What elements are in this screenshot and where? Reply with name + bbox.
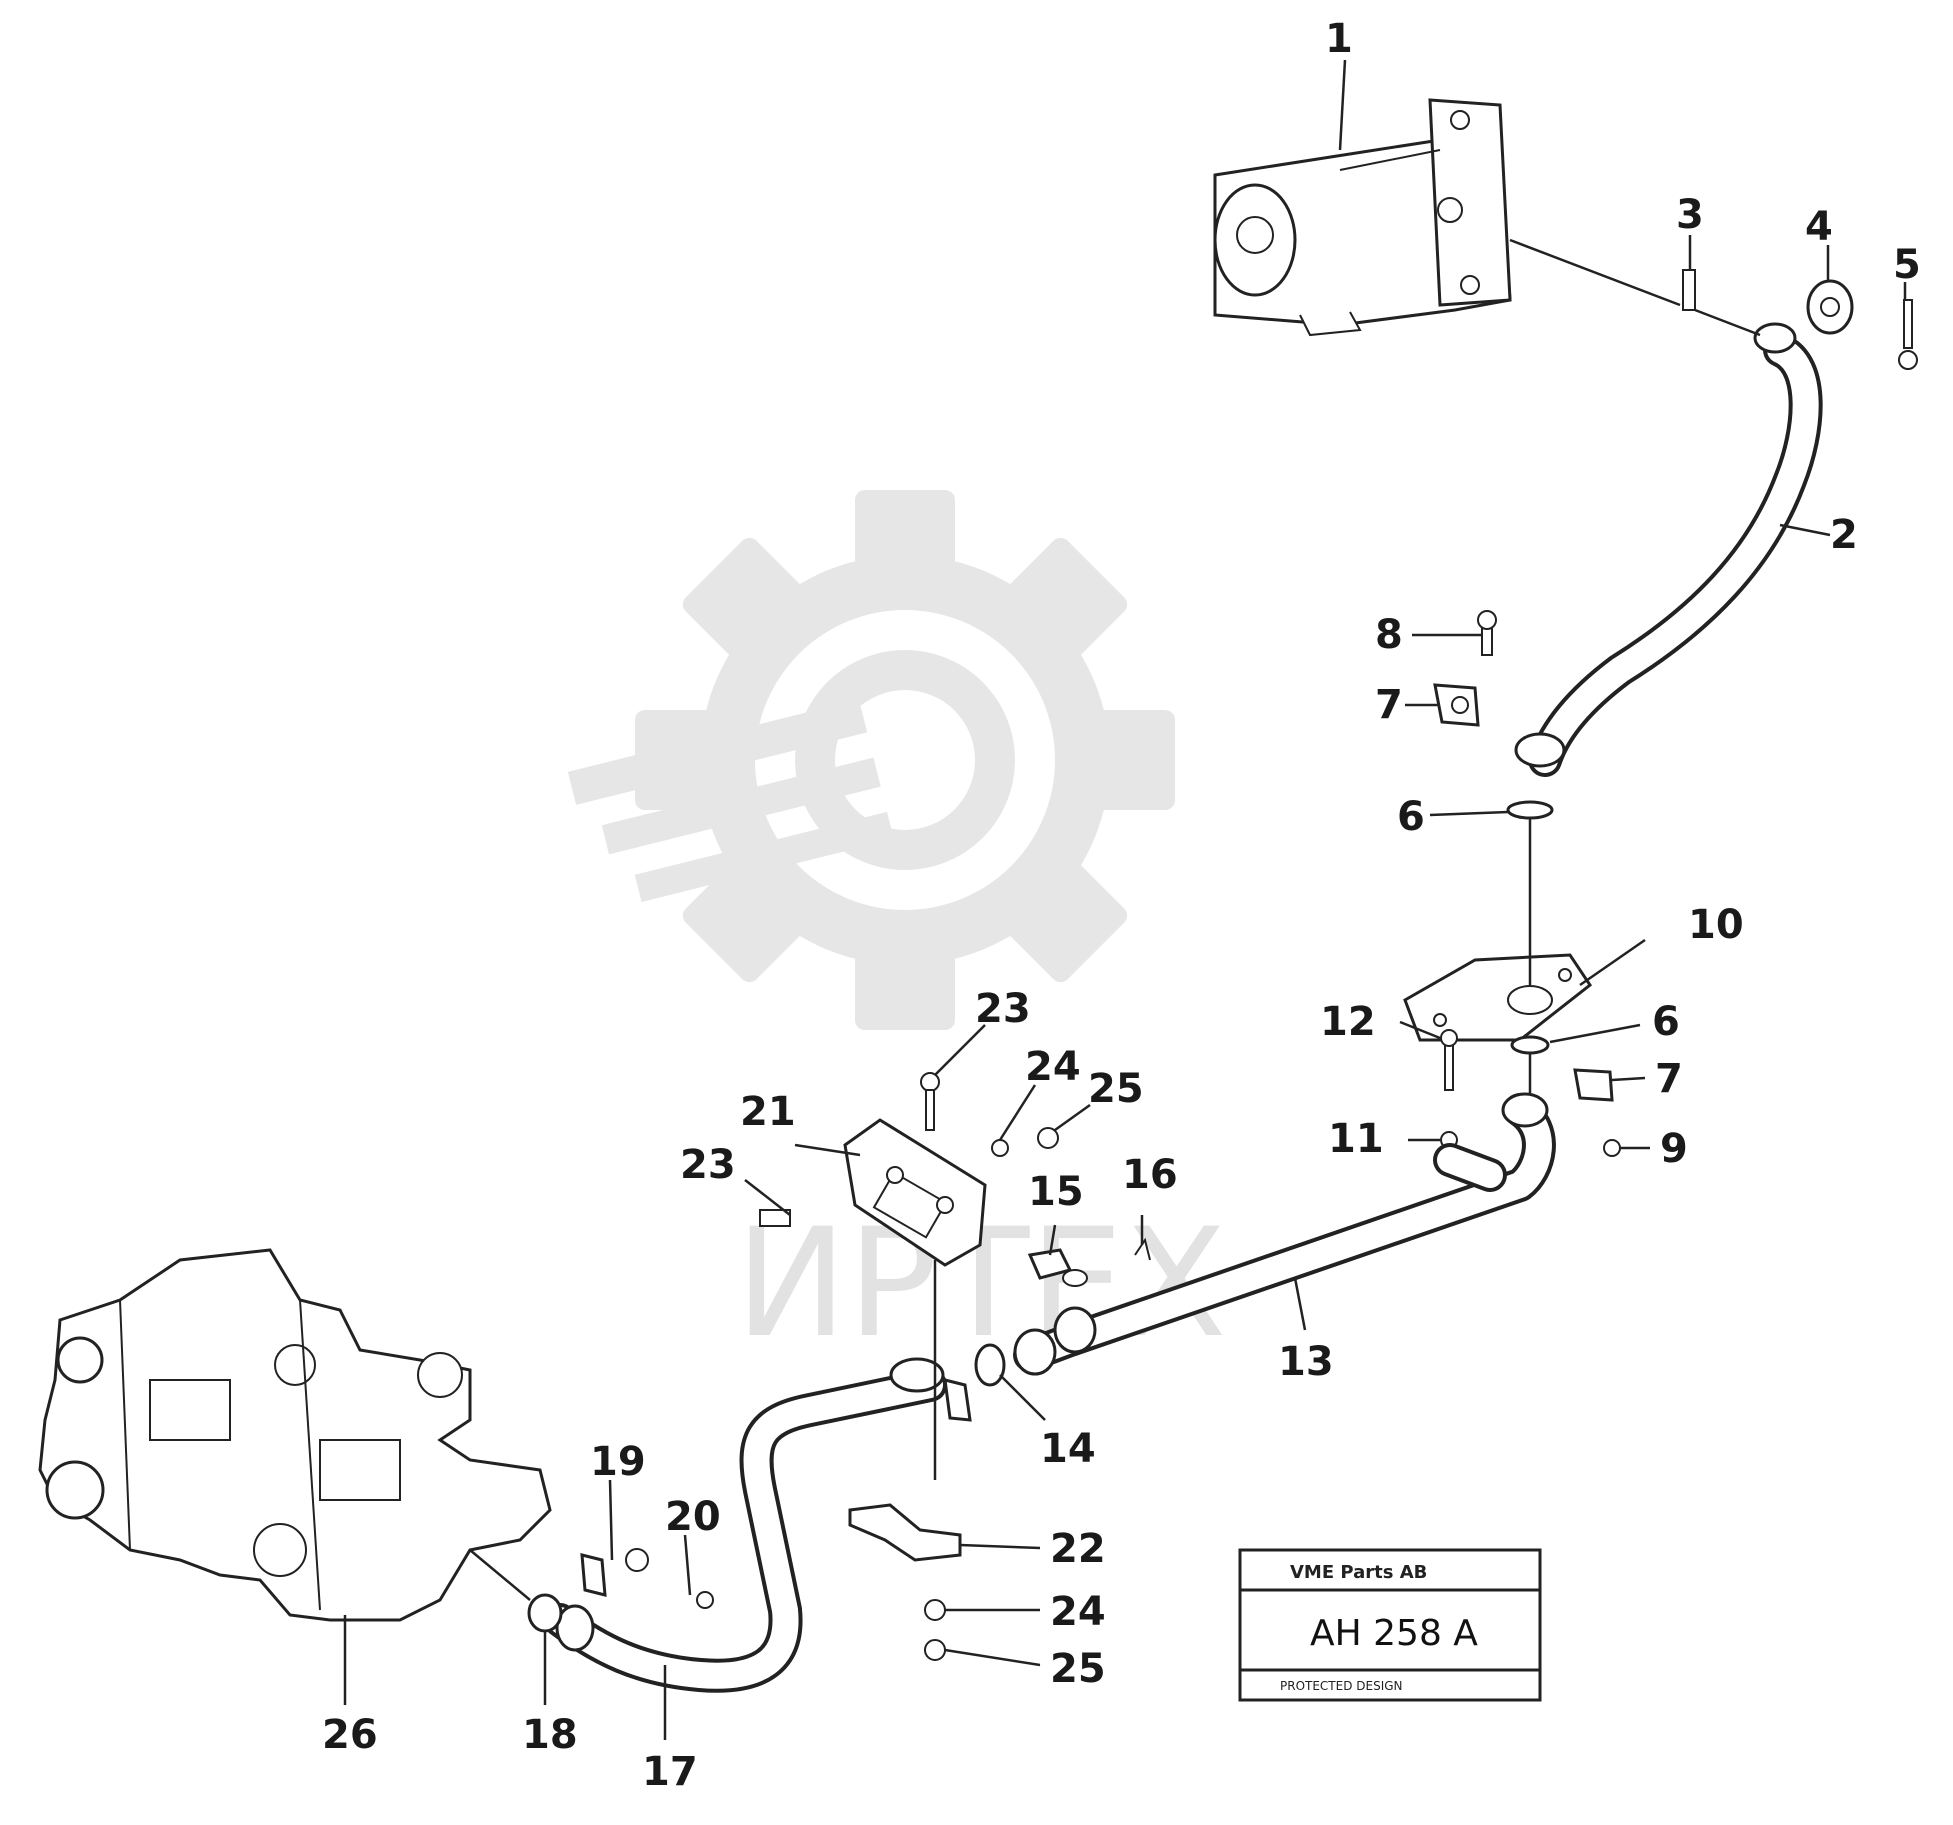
part-13-pipe [974,1092,1556,1387]
callout-26: 26 [322,1712,378,1758]
callout-13: 13 [1278,1339,1334,1385]
gear-wrench-icon [567,490,1175,1030]
callout-23-upper: 23 [975,986,1031,1032]
part-10-flange [1403,953,1593,1042]
callout-15: 15 [1028,1169,1084,1215]
callout-24-lower: 24 [1050,1589,1106,1635]
part-2-pipe [1514,322,1823,777]
callout-22: 22 [1050,1526,1106,1572]
callouts: 1 2 3 4 5 8 7 6 10 12 6 7 11 9 13 14 23 … [322,16,1921,1795]
callout-12: 12 [1320,999,1376,1045]
callout-5: 5 [1893,242,1921,288]
callout-18: 18 [522,1712,578,1758]
parts-18-19-20 [527,1548,714,1633]
reference-code: AH 258 A [1310,1613,1478,1654]
callout-23-lower: 23 [680,1142,736,1188]
reference-note: PROTECTED DESIGN [1280,1679,1403,1693]
callout-2: 2 [1830,512,1858,558]
callout-6-lower: 6 [1652,999,1680,1045]
parts-15-16-23-24-25 [759,1072,1151,1287]
part-17-pipe [543,1357,972,1693]
parts-3-4-5 [1682,269,1918,370]
reference-title: VME Parts AB [1290,1562,1427,1583]
parts-6-7-8-upper [1433,610,1554,820]
callout-7-lower: 7 [1655,1056,1683,1102]
part-22-clamp [848,1503,962,1661]
callout-19: 19 [590,1439,646,1485]
callout-9: 9 [1660,1126,1688,1172]
callout-11: 11 [1328,1116,1384,1162]
callout-3: 3 [1676,192,1704,238]
callout-1: 1 [1325,16,1353,62]
part-21-bracket [843,1118,987,1267]
callout-16: 16 [1122,1152,1178,1198]
callout-21: 21 [740,1089,796,1135]
leader-lines [343,59,1907,1740]
callout-6-upper: 6 [1397,794,1425,840]
callout-25-lower: 25 [1050,1646,1106,1692]
callout-7-upper: 7 [1375,682,1403,728]
watermark: ИРТЕХ [567,490,1227,1371]
reference-box: VME Parts AB AH 258 A PROTECTED DESIGN [1238,1548,1542,1702]
callout-8: 8 [1375,612,1403,658]
callout-17: 17 [642,1749,698,1795]
callout-20: 20 [665,1494,721,1540]
part-1-motor [1213,98,1512,337]
callout-24-upper: 24 [1025,1044,1081,1090]
callout-4: 4 [1805,204,1833,250]
callout-25-upper: 25 [1088,1066,1144,1112]
callout-14: 14 [1040,1426,1096,1472]
part-26-valve-block [38,1248,552,1622]
callout-10: 10 [1688,902,1744,948]
